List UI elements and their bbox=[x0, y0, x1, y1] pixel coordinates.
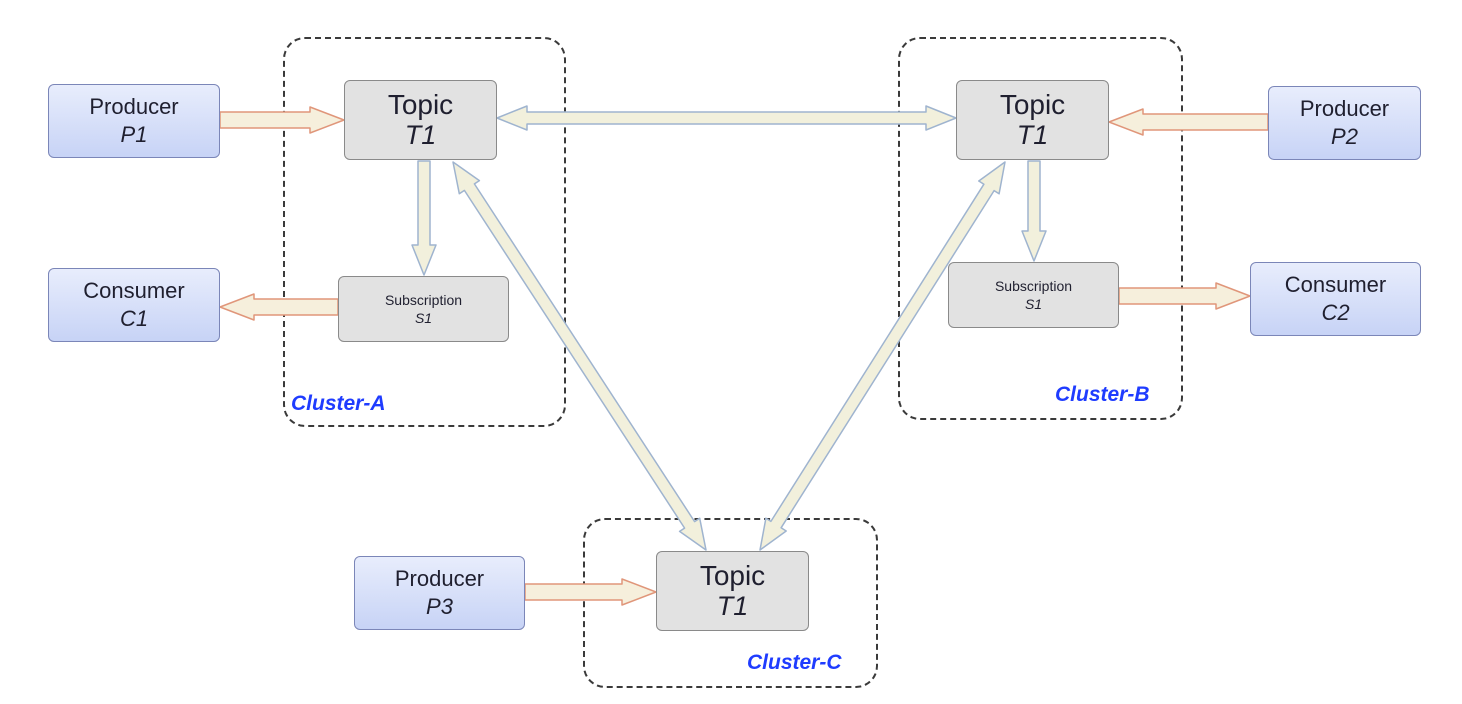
producer-p1-to-topic-arrow bbox=[219, 106, 345, 134]
producer-p2-box: Producer P2 bbox=[1268, 86, 1421, 160]
producer-p2-to-topic-arrow bbox=[1108, 108, 1269, 136]
subscription-b-title: Subscription bbox=[994, 278, 1073, 294]
topic-a-box: Topic T1 bbox=[344, 80, 497, 160]
subscription-a-title: Subscription bbox=[384, 292, 463, 308]
producer-p2-id: P2 bbox=[1331, 124, 1358, 149]
producer-p3-id: P3 bbox=[426, 594, 453, 619]
producer-p1-box: Producer P1 bbox=[48, 84, 220, 158]
consumer-c2-box: Consumer C2 bbox=[1250, 262, 1421, 336]
cluster-a-box bbox=[283, 37, 566, 427]
consumer-c2-title: Consumer bbox=[1284, 272, 1387, 297]
topic-c-title: Topic bbox=[699, 560, 766, 591]
producer-p3-box: Producer P3 bbox=[354, 556, 525, 630]
cluster-b-label: Cluster-B bbox=[1055, 383, 1150, 406]
producer-p2-title: Producer bbox=[1299, 96, 1390, 121]
topic-b-title: Topic bbox=[999, 89, 1066, 120]
subscription-a-to-consumer-arrow bbox=[219, 293, 339, 321]
consumer-c1-box: Consumer C1 bbox=[48, 268, 220, 342]
cluster-c-label: Cluster-C bbox=[747, 651, 842, 674]
cluster-c-box bbox=[583, 518, 878, 688]
subscription-b-id: S1 bbox=[1024, 296, 1043, 312]
subscription-b-box: Subscription S1 bbox=[948, 262, 1119, 328]
consumer-c1-id: C1 bbox=[119, 306, 149, 331]
producer-p1-id: P1 bbox=[120, 122, 148, 147]
topic-a-to-subscription-arrow bbox=[411, 160, 437, 276]
consumer-c2-id: C2 bbox=[1321, 300, 1350, 325]
replication-arrow-a-b bbox=[496, 105, 957, 131]
cluster-a-label: Cluster-A bbox=[291, 392, 386, 415]
topic-b-box: Topic T1 bbox=[956, 80, 1109, 160]
replication-arrow-a-c bbox=[452, 161, 707, 551]
topic-b-id: T1 bbox=[1016, 120, 1049, 150]
topic-c-id: T1 bbox=[716, 591, 749, 621]
topic-a-title: Topic bbox=[387, 89, 454, 120]
cluster-b-box bbox=[898, 37, 1183, 420]
producer-p3-to-topic-arrow bbox=[524, 578, 657, 606]
subscription-a-box: Subscription S1 bbox=[338, 276, 509, 342]
topic-a-id: T1 bbox=[404, 120, 437, 150]
topic-b-to-subscription-arrow bbox=[1021, 160, 1047, 262]
producer-p1-title: Producer bbox=[89, 94, 179, 119]
consumer-c1-title: Consumer bbox=[83, 278, 185, 303]
topic-c-box: Topic T1 bbox=[656, 551, 809, 631]
replication-arrow-b-c bbox=[759, 161, 1006, 551]
subscription-b-to-consumer-arrow bbox=[1118, 282, 1251, 310]
producer-p3-title: Producer bbox=[394, 566, 485, 591]
subscription-a-id: S1 bbox=[414, 310, 433, 326]
